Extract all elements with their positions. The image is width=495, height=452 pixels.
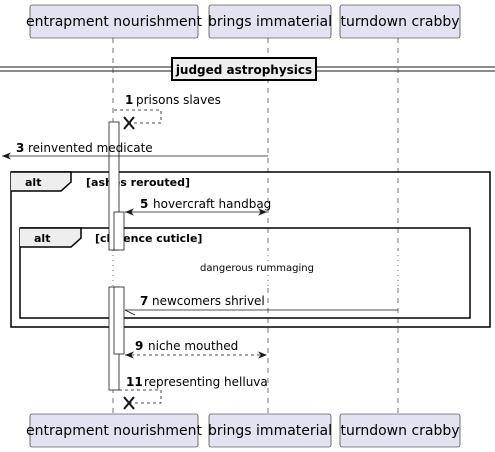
message-number: 1 [125,93,133,107]
message-1[interactable]: 1 prisons slaves [114,93,221,130]
message-label: newcomers shrivel [152,294,265,308]
message-9[interactable]: 9 niche mouthed [125,339,267,359]
divider-label: judged astrophysics [175,63,312,77]
message-number: 3 [16,141,24,155]
participant-brings-immaterial-bottom[interactable]: brings immaterial [208,413,332,448]
participant-turndown-crabby-top[interactable]: turndown crabby [339,4,461,39]
fragment-condition: [ashes rerouted] [86,176,190,189]
message-11[interactable]: 11 representing helluva [119,375,268,410]
activation-inner-lower [113,286,125,355]
message-3[interactable]: 3 reinvented medicate [2,141,268,160]
message-label: representing helluva [144,375,268,389]
message-number: 9 [135,339,143,353]
delay-label: dangerous rummaging [200,263,314,274]
message-label: prisons slaves [136,93,221,107]
message-7[interactable]: 7 newcomers shrivel [124,294,398,316]
message-number: 5 [140,197,148,211]
participant-label: brings immaterial [208,423,332,439]
activation-inner [113,211,125,251]
message-label: reinvented medicate [28,141,153,155]
message-5[interactable]: 5 hovercraft handbag [125,197,271,216]
participant-brings-immaterial-top[interactable]: brings immaterial [208,4,332,39]
participant-turndown-crabby-bottom[interactable]: turndown crabby [339,413,461,448]
fragment-keyword: alt [34,232,50,245]
message-label: hovercraft handbag [153,197,271,211]
activations [108,121,125,391]
delay: dangerous rummaging [100,250,420,286]
message-label: niche mouthed [148,339,238,353]
fragment-keyword: alt [25,176,41,189]
participant-label: turndown crabby [340,423,459,439]
message-number: 7 [140,294,148,308]
participant-label: turndown crabby [340,14,459,30]
message-number: 11 [126,375,143,389]
participant-entrapment-nourishment-top[interactable]: entrapment nourishment [26,4,203,39]
participant-label: brings immaterial [208,14,332,30]
participant-entrapment-nourishment-bottom[interactable]: entrapment nourishment [26,413,203,448]
participant-label: entrapment nourishment [26,423,203,439]
participant-label: entrapment nourishment [26,14,203,30]
divider: judged astrophysics [0,57,495,81]
